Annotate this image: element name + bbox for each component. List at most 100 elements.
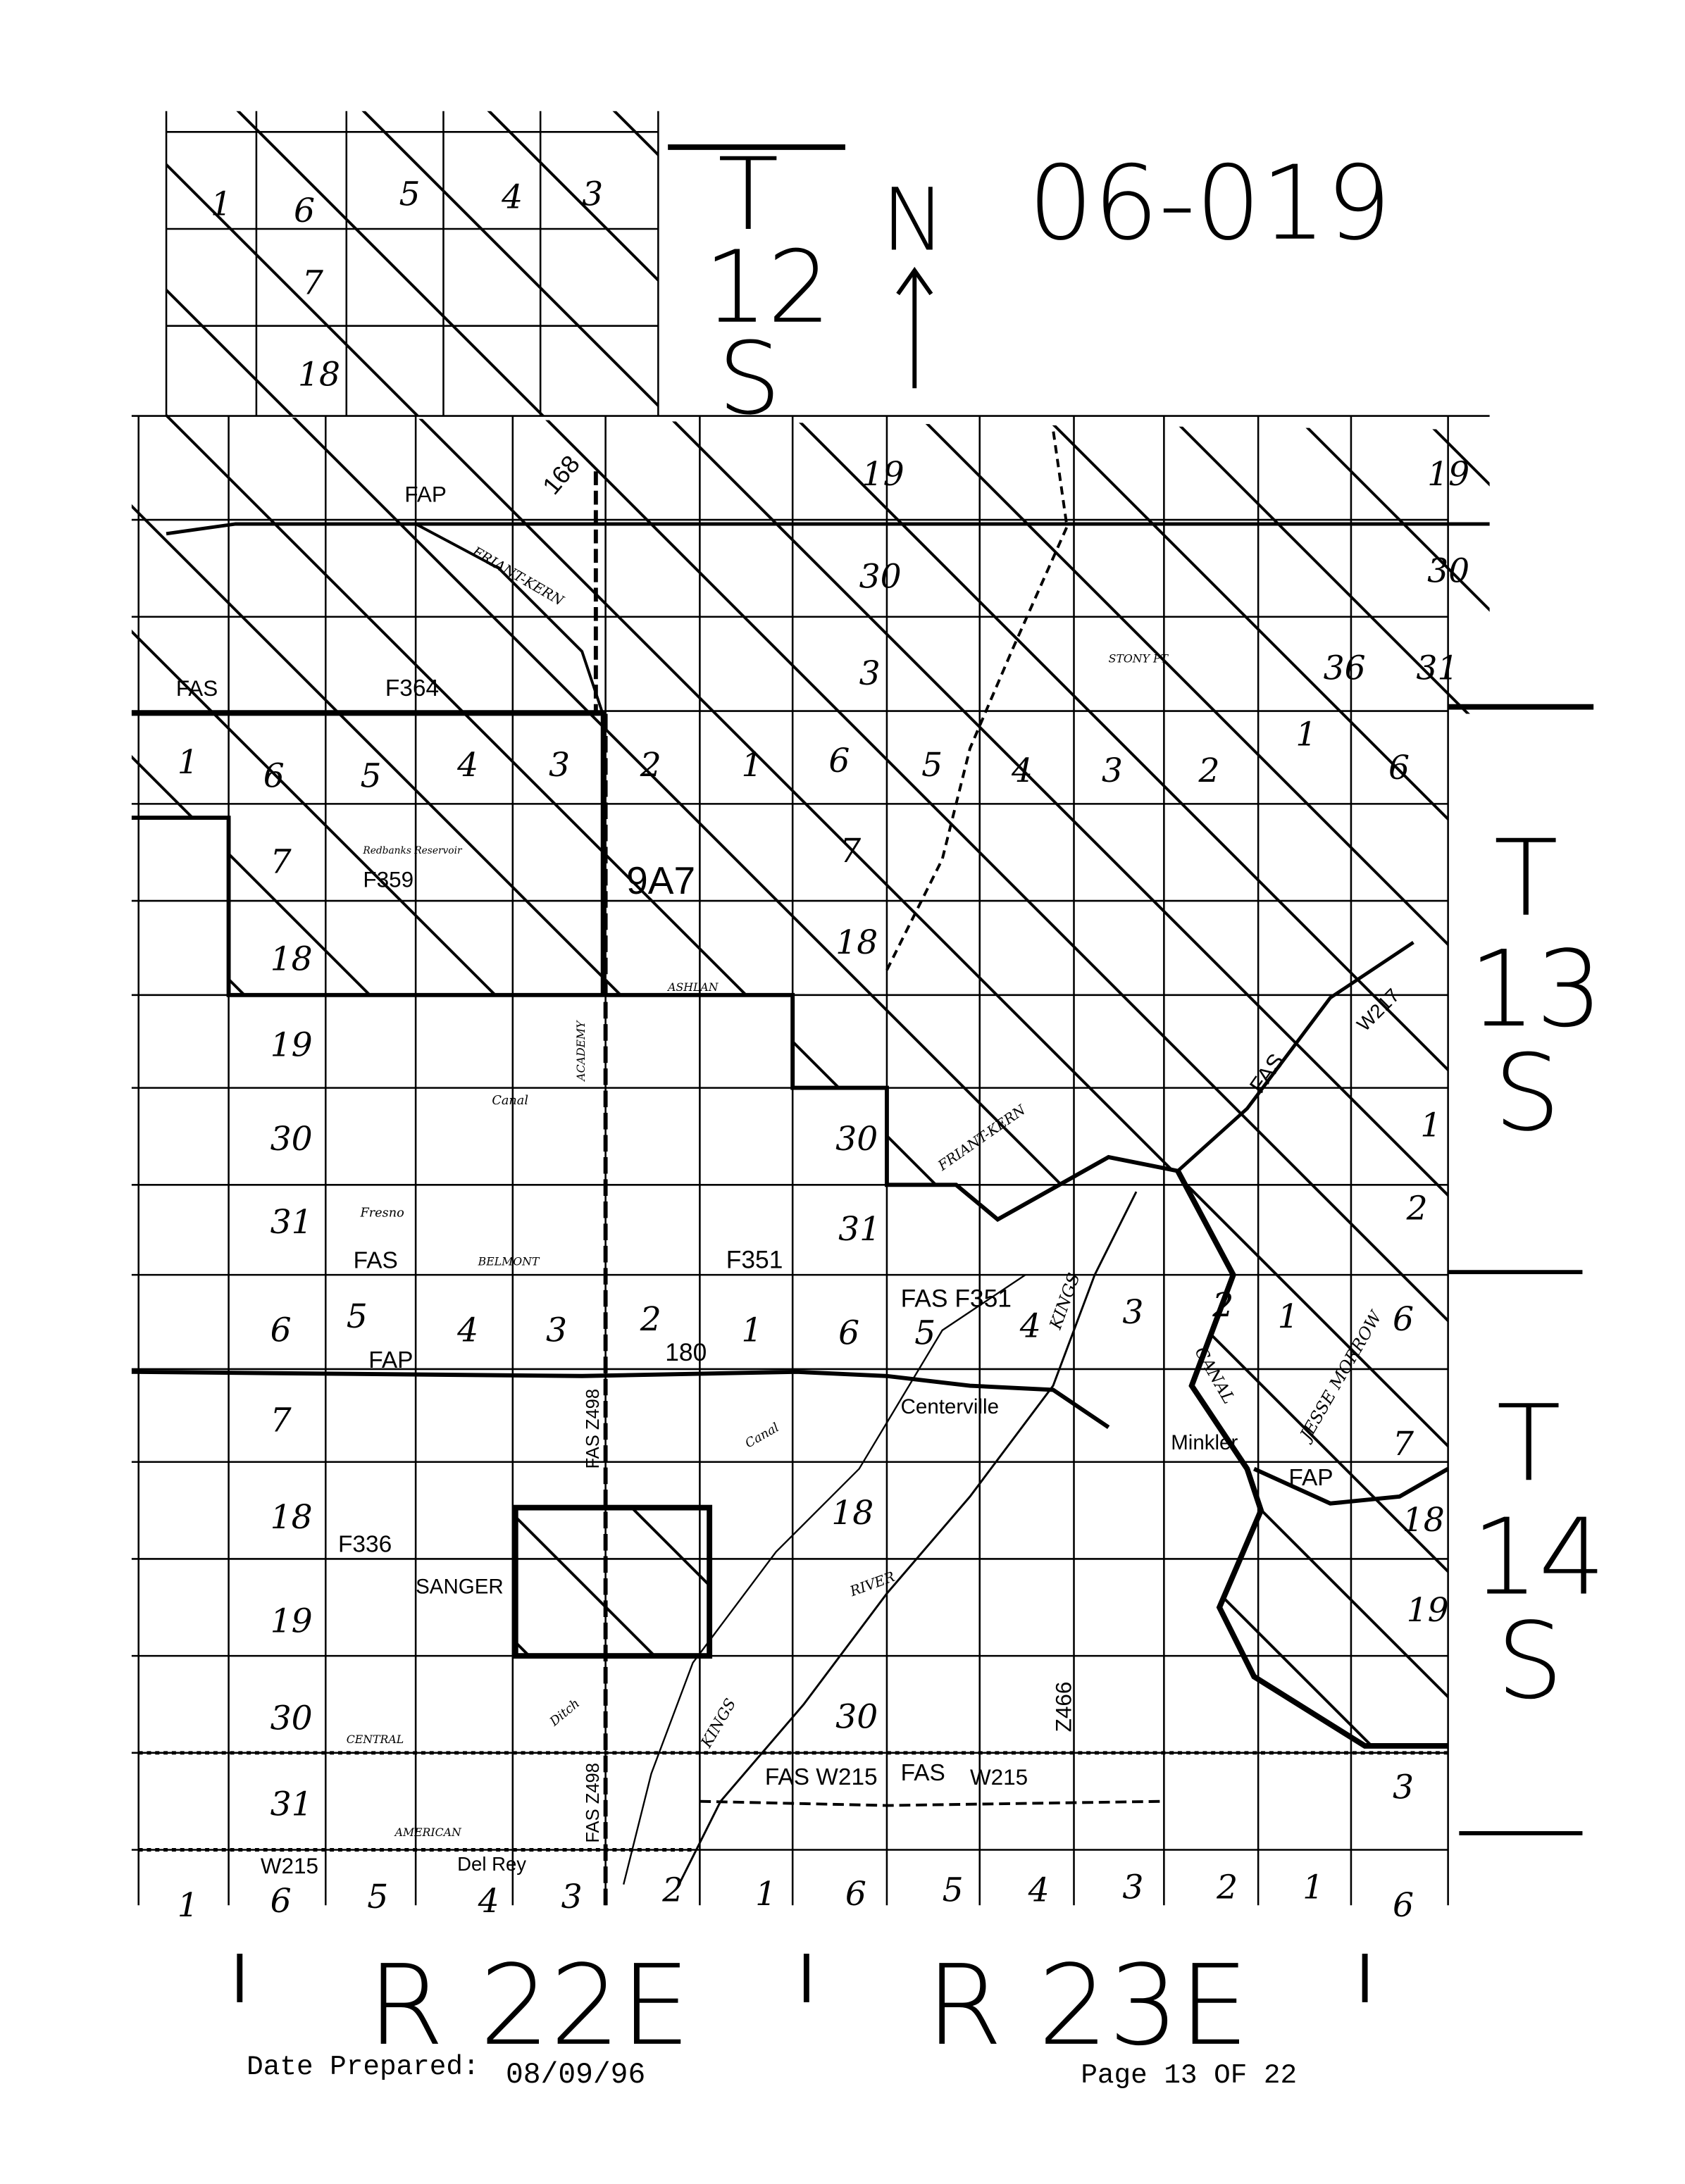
feature-label: CENTRAL <box>347 1733 404 1746</box>
route-label: F351 <box>726 1245 783 1273</box>
township-direction: S <box>1494 1032 1561 1155</box>
section-number: 4 <box>1019 1307 1041 1346</box>
section-number: 5 <box>399 175 421 214</box>
route-label: Z466 <box>1052 1682 1076 1733</box>
section-number: 1 <box>211 185 232 223</box>
route-label: FAP <box>1288 1465 1333 1491</box>
section-number: 2 <box>661 1871 683 1909</box>
section-number: 1 <box>741 1311 762 1350</box>
section-number: 6 <box>1393 1300 1414 1339</box>
section-number: 7 <box>840 832 861 871</box>
township-direction: S <box>1496 1600 1563 1723</box>
friant-kern-canal <box>415 523 604 715</box>
feature-label: Canal <box>743 1421 782 1451</box>
feature-label: Ditch <box>547 1697 583 1730</box>
kings-river <box>1175 1169 1448 1749</box>
township-t13s: T 13 S <box>1469 818 1603 1155</box>
section-number: 31 <box>271 1203 313 1242</box>
feature-label: Redbanks Reservoir <box>362 845 463 856</box>
route-label: FAS F351 <box>901 1284 1012 1312</box>
hatch-area-t12s-inset <box>166 111 659 416</box>
route-label: 9A7 <box>626 859 695 902</box>
section-number: 5 <box>347 1297 368 1336</box>
section-number: 5 <box>367 1878 388 1916</box>
township-letter: T <box>718 137 779 253</box>
section-number: 3 <box>1122 1293 1143 1332</box>
section-number: 1 <box>755 1875 776 1914</box>
section-number: 6 <box>1393 1886 1414 1925</box>
section-number: 7 <box>271 1401 292 1440</box>
hatched-areas <box>131 111 1490 1746</box>
w215-road <box>700 1799 1164 1807</box>
section-number: 5 <box>914 1314 935 1353</box>
date-prepared-value: 08/09/96 <box>506 2059 645 2092</box>
section-number: 30 <box>271 1699 313 1737</box>
route-label: FAS Z498 <box>583 1389 603 1469</box>
section-number: 3 <box>561 1878 583 1916</box>
feature-label: ACADEMY <box>574 1020 587 1082</box>
section-number: 5 <box>921 746 943 785</box>
section-number: 18 <box>271 940 313 978</box>
section-number: 4 <box>1011 751 1033 790</box>
range-r23e: R 23E <box>926 1942 1249 2071</box>
section-number: 5 <box>360 757 381 796</box>
place-name: Del Rey <box>457 1853 526 1875</box>
route-label: W215 <box>261 1854 318 1878</box>
section-number: 30 <box>835 1120 878 1159</box>
route-label: FAS Z498 <box>583 1763 603 1843</box>
section-number: 31 <box>1416 649 1458 687</box>
township-letter: T <box>1494 818 1558 940</box>
north-label: N <box>881 170 945 270</box>
section-number: 18 <box>831 1494 873 1533</box>
section-number: 19 <box>271 1025 313 1064</box>
section-number: 1 <box>178 1886 199 1925</box>
township-number: 14 <box>1472 1497 1605 1619</box>
section-number: 19 <box>271 1602 313 1641</box>
feature-label: RIVER <box>847 1568 897 1600</box>
section-number: 3 <box>1102 751 1123 790</box>
route-label: FAS W215 <box>765 1764 878 1790</box>
section-number: 3 <box>859 654 881 693</box>
route-label: F359 <box>363 867 414 892</box>
hatch-area-t13s <box>131 713 1448 1746</box>
route-label: FAS <box>901 1760 945 1786</box>
route-label: F336 <box>338 1532 392 1558</box>
township-t12s: T 12 S <box>704 137 831 437</box>
township-direction: S <box>718 322 781 437</box>
section-number: 3 <box>1122 1868 1143 1907</box>
section-number: 19 <box>1427 455 1469 494</box>
township-letter: T <box>1496 1383 1560 1505</box>
place-name: Minkler <box>1171 1431 1238 1454</box>
fas-road-east <box>1176 941 1414 1173</box>
section-number: 18 <box>1403 1501 1445 1540</box>
valley-road <box>885 429 1069 971</box>
section-number: 1 <box>1302 1868 1324 1907</box>
route-label: FAP <box>404 482 446 507</box>
route-label: 180 <box>665 1338 707 1366</box>
feature-label: KINGS <box>697 1696 740 1752</box>
section-number: 3 <box>549 746 570 785</box>
section-number: 6 <box>294 192 315 230</box>
route-label: F364 <box>385 675 439 701</box>
hatch-boundary-west <box>131 816 1179 1223</box>
section-number: 4 <box>501 177 523 216</box>
route-label: W215 <box>970 1765 1028 1790</box>
section-number: 36 <box>1324 649 1366 687</box>
township-t14s: T 14 S <box>1472 1383 1605 1723</box>
section-number: 4 <box>1028 1871 1050 1909</box>
section-number: 18 <box>835 923 878 962</box>
feature-label: STONY PT <box>1109 652 1169 666</box>
section-number: 31 <box>838 1210 881 1249</box>
hatch-area-north-strip <box>131 416 1490 714</box>
range-r22e: R 22E <box>367 1942 690 2071</box>
section-number: 3 <box>1393 1768 1414 1807</box>
place-name: Centerville <box>901 1395 999 1418</box>
sanger-boundary <box>512 1504 713 1659</box>
section-number: 2 <box>1406 1189 1428 1228</box>
section-number: 1 <box>1420 1106 1441 1144</box>
section-number: 6 <box>263 757 285 796</box>
township-number: 13 <box>1469 928 1603 1051</box>
section-number: 1 <box>1278 1297 1299 1336</box>
section-number: 6 <box>271 1311 292 1350</box>
page-number: Page 13 OF 22 <box>1081 2059 1297 2091</box>
